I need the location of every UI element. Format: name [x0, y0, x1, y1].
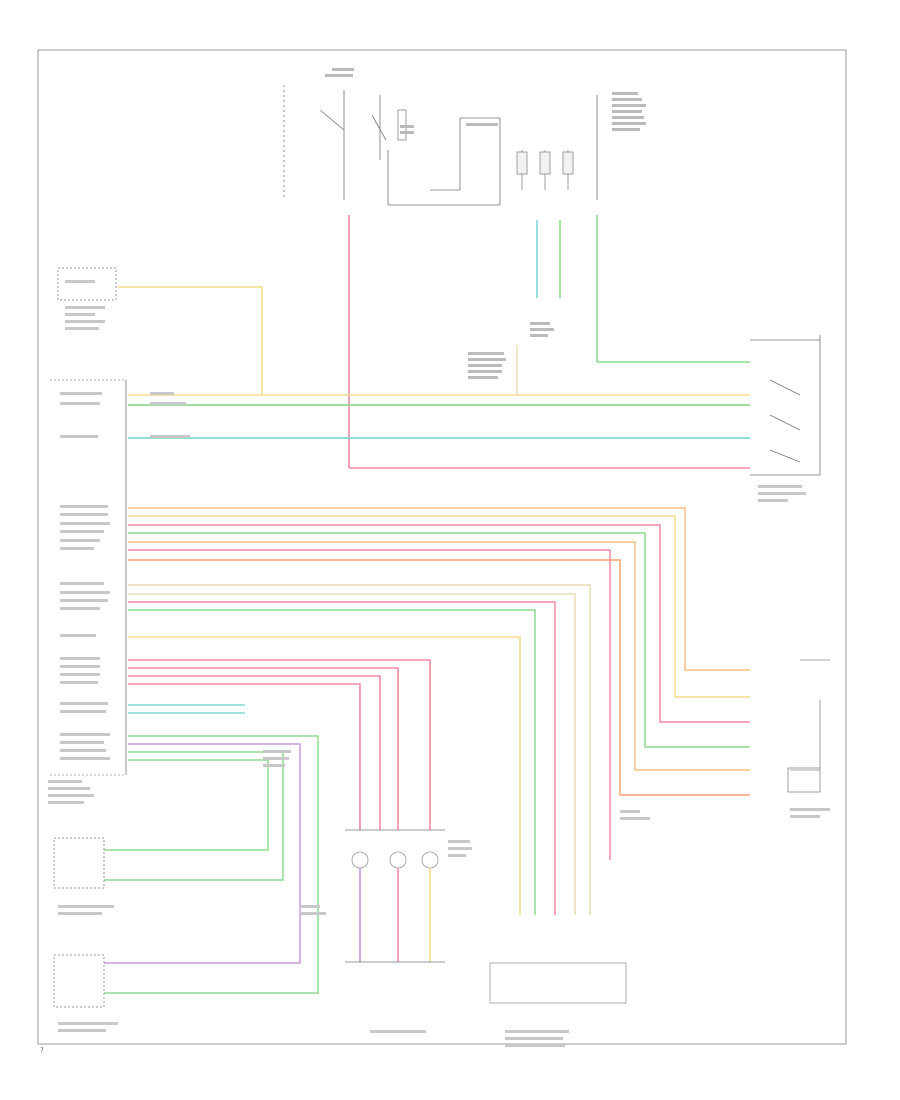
page-ref: 7	[40, 1047, 44, 1054]
top-labels	[325, 68, 646, 379]
speed-sensor-lower	[53, 954, 105, 1008]
sensor-wires	[104, 735, 319, 994]
fuse-relay-block	[283, 85, 598, 206]
top-fuses	[516, 150, 574, 190]
steering-control-switch	[345, 829, 445, 963]
right-connector	[787, 659, 830, 793]
diagram-frame	[37, 49, 847, 1045]
wire-yellow-clutch	[118, 286, 263, 395]
clutch-switch-box	[57, 267, 117, 301]
instrument-cluster-box	[489, 962, 627, 1004]
faint-labels	[48, 280, 830, 1047]
speed-sensor-upper	[53, 837, 105, 889]
steering-wires	[128, 659, 431, 830]
signal-bus	[128, 507, 750, 915]
multifunction-switch	[750, 335, 821, 476]
